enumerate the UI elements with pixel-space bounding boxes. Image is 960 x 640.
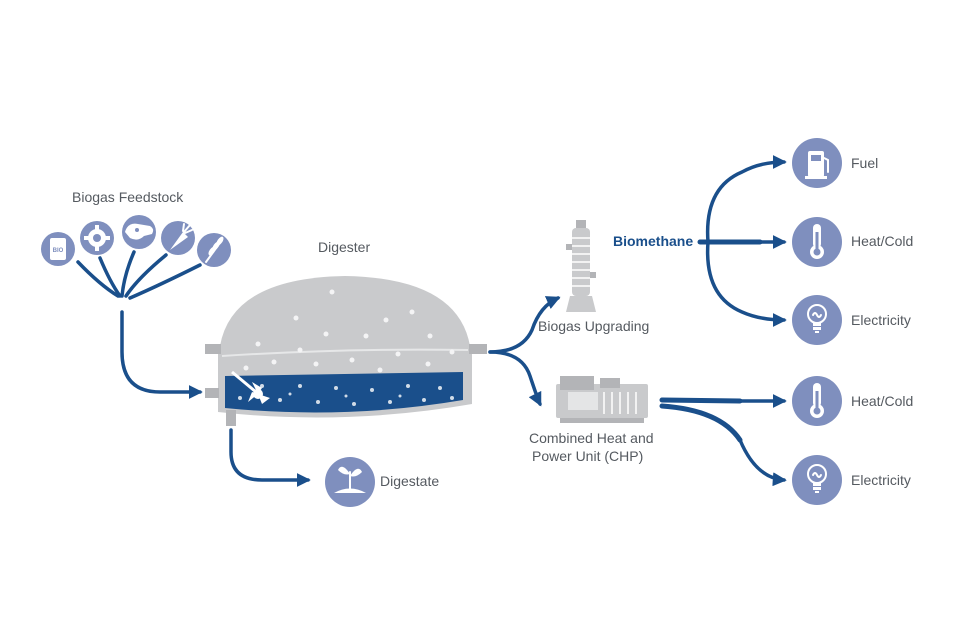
electricity-label-1: Electricity xyxy=(851,312,911,328)
light-bulb-icon xyxy=(807,304,827,333)
digestate-label: Digestate xyxy=(380,473,439,489)
light-bulb-icon xyxy=(807,464,827,493)
feedstock-flow-lines xyxy=(76,250,203,399)
digester-output-flow xyxy=(488,296,561,407)
digestate-icon xyxy=(325,457,375,507)
carrot-icon xyxy=(170,223,193,250)
fuel-node xyxy=(792,138,842,188)
digestate-flow-arrow xyxy=(229,428,311,487)
feedstock-icon-crops xyxy=(197,233,231,267)
biomethane-label: Biomethane xyxy=(613,233,693,249)
wheat-icon xyxy=(205,236,224,263)
heat-cold-node-2 xyxy=(792,376,842,426)
sprout-icon xyxy=(334,466,366,493)
fuel-label: Fuel xyxy=(851,155,878,171)
gear-icon xyxy=(84,225,110,251)
feedstock-icon-bio: BIO xyxy=(41,232,75,266)
upgrading-column xyxy=(566,220,596,312)
bio-jar-icon: BIO xyxy=(50,238,66,260)
chp-output-flow xyxy=(659,394,787,487)
thermometer-icon xyxy=(810,224,824,259)
fuel-pump-icon xyxy=(805,151,829,179)
digester-liquid xyxy=(225,372,463,413)
electricity-label-2: Electricity xyxy=(851,472,911,488)
chp-label-line1: Combined Heat and xyxy=(529,430,654,446)
chp-unit xyxy=(556,376,648,423)
feedstock-label: Biogas Feedstock xyxy=(72,189,184,205)
heat-cold-node-1 xyxy=(792,217,842,267)
biomethane-flow xyxy=(697,155,787,327)
electricity-node-2 xyxy=(792,455,842,505)
digester-tank xyxy=(205,276,487,426)
electricity-node-1 xyxy=(792,295,842,345)
upgrading-label: Biogas Upgrading xyxy=(538,318,649,334)
digester-label: Digester xyxy=(318,239,370,255)
livestock-icon xyxy=(125,223,154,240)
stirrer-icon xyxy=(231,370,270,404)
gas-bubbles xyxy=(243,289,455,373)
liquid-bubbles xyxy=(238,384,454,406)
feedstock-icon-industrial xyxy=(80,221,114,255)
chp-label-line2: Power Unit (CHP) xyxy=(532,448,643,464)
bio-badge-text: BIO xyxy=(53,248,64,254)
heat-cold-label-2: Heat/Cold xyxy=(851,393,913,409)
feedstock-icon-vegetables xyxy=(161,221,195,255)
heat-cold-label-1: Heat/Cold xyxy=(851,233,913,249)
thermometer-icon xyxy=(810,383,824,418)
feedstock-icon-livestock xyxy=(122,215,156,249)
